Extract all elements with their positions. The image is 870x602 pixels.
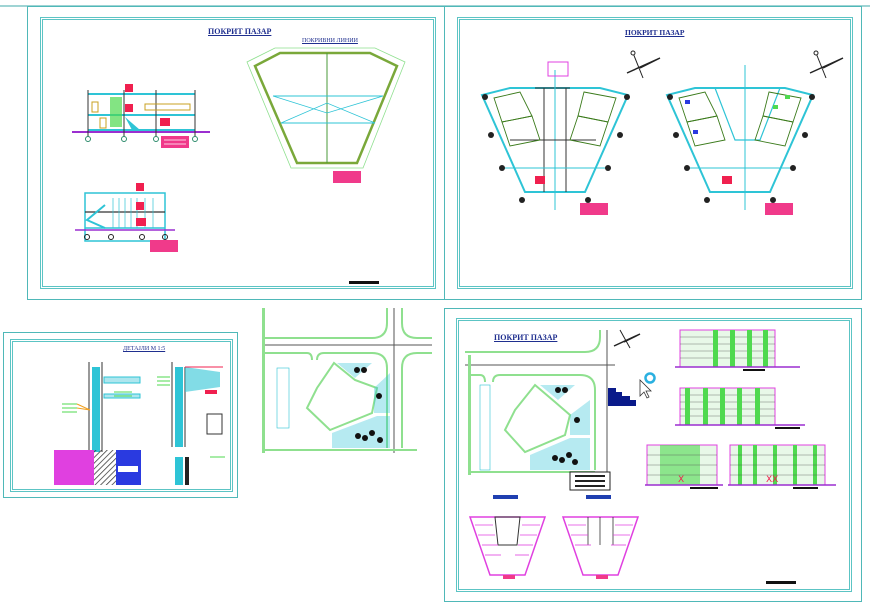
north-arrow-icon (626, 50, 661, 79)
sheet-5-scale-bar (766, 581, 796, 584)
busy-cursor-icon (639, 372, 656, 399)
sheet-1-inner-frame (40, 17, 436, 289)
building-section-1 (72, 84, 210, 148)
sheet-1-title: ПОКРИТ ПАЗАР (208, 27, 272, 36)
north-arrow-icon (809, 50, 844, 79)
sheet-5-title: ПОКРИТ ПАЗАР (494, 333, 558, 342)
svg-text:X: X (678, 475, 684, 485)
site-plan (465, 330, 615, 475)
sheet-5-inner-frame (456, 318, 852, 592)
roof-detail (157, 362, 225, 485)
sheet-1-subtitle: ПОКРИВНИ ЛИНИИ (302, 38, 358, 44)
sheet-3-title: ДЕТАЈЛИ М 1:5 (123, 346, 166, 352)
elevation-3: X (645, 444, 723, 489)
foundation-plan-2 (561, 495, 640, 579)
building-section-2 (75, 183, 178, 252)
ground-floor-plan (480, 61, 630, 215)
sheet-1-scale-bar (349, 281, 379, 284)
title-block-table (569, 471, 611, 491)
sheet-3-outer-frame (3, 332, 238, 498)
building-footprint (608, 388, 636, 406)
elevation-2 (675, 387, 805, 429)
svg-text:XX: XX (766, 475, 778, 485)
sheet-2-title: ПОКРИТ ПАЗАР (625, 28, 685, 37)
upper-floor-plan (665, 65, 815, 215)
north-arrow-icon (613, 329, 641, 349)
sheet-2-outer-frame (444, 6, 862, 300)
wall-detail (54, 362, 141, 485)
elevation-4: XX (728, 444, 836, 489)
roof-plan (246, 47, 406, 183)
site-plan-standalone (262, 308, 432, 453)
sheet-2-inner-frame (457, 17, 853, 289)
sheet-3-inner-frame (10, 339, 233, 492)
elevation-1 (675, 329, 800, 371)
foundation-plan-1 (468, 495, 547, 579)
